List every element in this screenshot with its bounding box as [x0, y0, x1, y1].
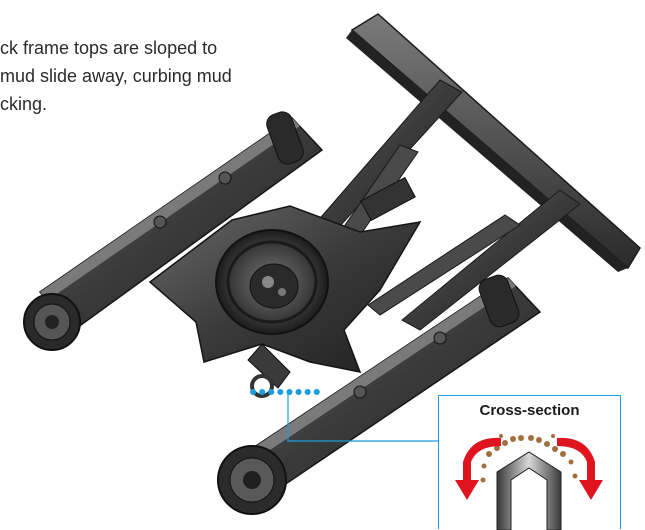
cross-section-diagram [455, 434, 603, 530]
track-frame-upper [38, 111, 324, 332]
frame-profile [496, 451, 562, 530]
cross-section-title: Cross-section [479, 402, 580, 419]
mud-flow-arrow [557, 437, 603, 500]
idler-wheel-upper [23, 293, 81, 351]
leader-line [250, 389, 438, 442]
mud-particles [480, 434, 578, 483]
caption-line-1: ck frame tops are sloped to [0, 38, 218, 58]
track-frame-lower [230, 274, 542, 502]
caption-text: ck frame tops are sloped to mud slide aw… [0, 34, 330, 118]
cross-section-callout: Cross-section [438, 395, 621, 530]
swing-bearing [215, 229, 329, 335]
sprocket-wheel [217, 445, 287, 515]
mud-flow-arrow [455, 437, 501, 500]
caption-line-3: cking. [0, 94, 48, 114]
caption-line-2: mud slide away, curbing mud [0, 66, 232, 86]
